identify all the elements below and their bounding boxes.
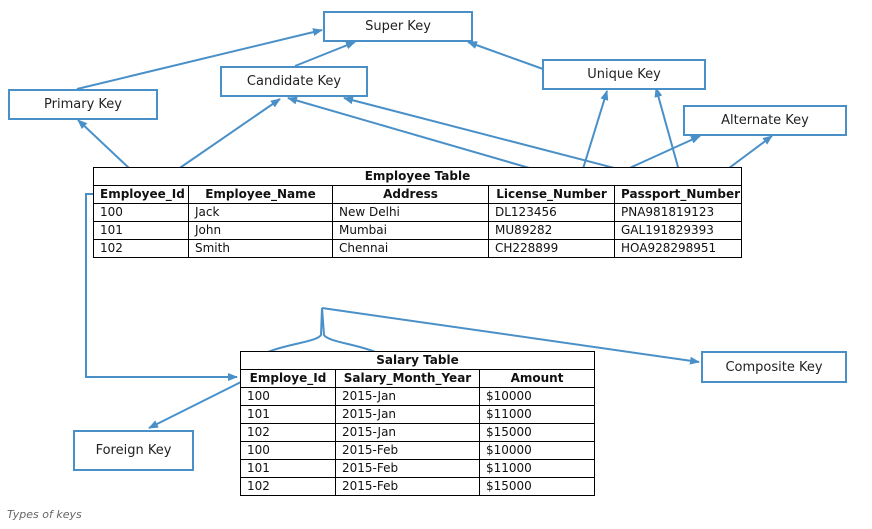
table-row: 101 2015-Feb $11000	[240, 459, 596, 478]
table-cell: 102	[240, 423, 336, 442]
employee-table-header-row: Employee_Id Employee_Name Address Licens…	[93, 185, 742, 204]
composite-key-box: Composite Key	[701, 351, 847, 383]
table-cell: 2015-Jan	[335, 405, 480, 424]
employee-table: Employee Table Employee_Id Employee_Name…	[93, 167, 742, 258]
table-cell: 102	[240, 477, 336, 496]
table-cell: GAL191829393	[614, 221, 742, 240]
super-key-box: Super Key	[323, 11, 473, 42]
composite-key-label: Composite Key	[725, 359, 823, 375]
table-row: 102 2015-Jan $15000	[240, 423, 596, 442]
table-row: 100 Jack New Delhi DL123456 PNA981819123	[93, 203, 742, 222]
employee-table-title-row: Employee Table	[93, 167, 742, 186]
table-row: 100 2015-Feb $10000	[240, 441, 596, 460]
table-cell: 100	[240, 441, 336, 460]
salary-table-title: Salary Table	[239, 351, 596, 370]
table-cell: 2015-Jan	[335, 387, 480, 406]
column-header: Employe_Id	[240, 369, 336, 388]
table-cell: 2015-Feb	[335, 441, 480, 460]
table-cell: PNA981819123	[614, 203, 742, 222]
salary-table: Salary Table Employe_Id Salary_Month_Yea…	[239, 351, 596, 496]
candidate-key-box: Candidate Key	[220, 66, 368, 97]
table-cell: 100	[240, 387, 336, 406]
column-header: License_Number	[488, 185, 615, 204]
table-cell: Jack	[188, 203, 333, 222]
column-header: Amount	[478, 369, 596, 388]
table-row: 102 2015-Feb $15000	[240, 477, 596, 496]
foreign-key-box: Foreign Key	[73, 430, 194, 471]
arrow-candidate-to-super	[294, 41, 356, 67]
table-cell: 102	[93, 239, 189, 258]
primary-key-box: Primary Key	[8, 89, 158, 120]
arrow-unique-to-super	[467, 41, 544, 70]
table-cell: Mumbai	[332, 221, 489, 240]
column-header: Salary_Month_Year	[335, 369, 480, 388]
table-row: 101 John Mumbai MU89282 GAL191829393	[93, 221, 742, 240]
primary-key-label: Primary Key	[44, 97, 122, 112]
table-row: 100 2015-Jan $10000	[240, 387, 596, 406]
table-cell: HOA928298951	[614, 239, 742, 258]
employee-table-title: Employee Table	[93, 167, 742, 186]
table-cell: $11000	[478, 459, 596, 478]
table-cell: MU89282	[488, 221, 615, 240]
salary-table-title-row: Salary Table	[239, 351, 596, 370]
table-cell: $15000	[478, 423, 596, 442]
column-header: Passport_Number	[614, 185, 742, 204]
column-header: Employee_Name	[188, 185, 333, 204]
table-cell: $10000	[478, 387, 596, 406]
table-row: 102 Smith Chennai CH228899 HOA928298951	[93, 239, 742, 258]
foreign-key-label: Foreign Key	[95, 443, 172, 458]
super-key-label: Super Key	[365, 19, 431, 34]
table-cell: 100	[93, 203, 189, 222]
arrow-employeid-to-foreign	[148, 380, 244, 429]
table-cell: $10000	[478, 441, 596, 460]
table-cell: Smith	[188, 239, 333, 258]
column-header: Employee_Id	[93, 185, 189, 204]
table-cell: $15000	[478, 477, 596, 496]
table-cell: 2015-Feb	[335, 459, 480, 478]
unique-key-box: Unique Key	[542, 59, 706, 90]
table-cell: $11000	[478, 405, 596, 424]
table-cell: 2015-Feb	[335, 477, 480, 496]
table-cell: Chennai	[332, 239, 489, 258]
figure-caption: Types of keys	[7, 508, 82, 521]
candidate-key-label: Candidate Key	[246, 74, 342, 89]
salary-table-header-row: Employe_Id Salary_Month_Year Amount	[240, 369, 596, 388]
table-row: 101 2015-Jan $11000	[240, 405, 596, 424]
table-cell: 101	[93, 221, 189, 240]
table-cell: DL123456	[488, 203, 615, 222]
alternate-key-box: Alternate Key	[683, 105, 847, 136]
table-cell: 101	[240, 405, 336, 424]
column-header: Address	[332, 185, 489, 204]
table-cell: 2015-Jan	[335, 423, 480, 442]
unique-key-label: Unique Key	[587, 67, 661, 82]
table-cell: 101	[240, 459, 336, 478]
table-cell: New Delhi	[332, 203, 489, 222]
table-cell: John	[188, 221, 333, 240]
table-cell: CH228899	[488, 239, 615, 258]
alternate-key-label: Alternate Key	[721, 113, 809, 128]
